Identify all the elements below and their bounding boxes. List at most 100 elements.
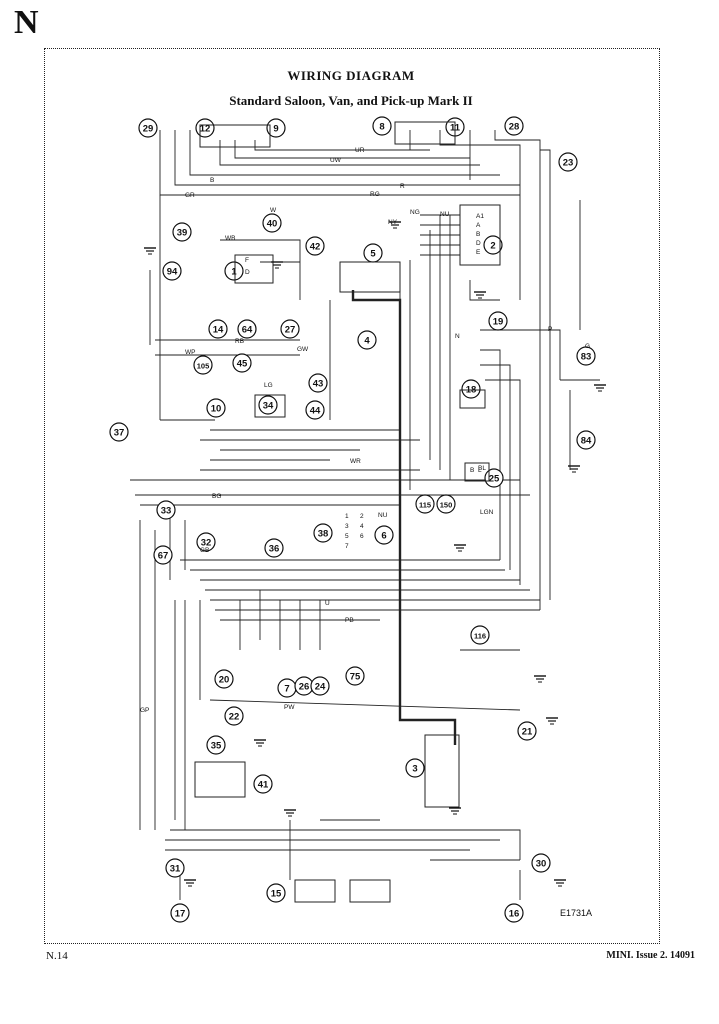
component-number: 8 [379,122,384,133]
component-75: 75 [345,666,365,686]
component-number: 41 [258,780,269,791]
publication-info: MINI. Issue 2. 14091 [606,950,695,961]
component-37: 37 [109,422,129,442]
component-body [459,389,486,409]
component-number: 116 [474,632,486,641]
component-number: 9 [273,124,278,135]
wire [485,379,521,585]
component-31: 31 [165,858,185,878]
component-94: 94 [162,261,182,281]
earth-icon [284,809,296,817]
component-number: 39 [177,228,188,239]
component-45: 45 [232,353,252,373]
component-42: 42 [305,236,325,256]
terminal-label: N [455,333,460,340]
terminal-label: B [476,231,480,238]
component-27: 27 [280,319,300,339]
component-number: 84 [581,436,592,447]
component-39: 39 [172,222,192,242]
component-40: 40 [262,213,282,233]
wire [174,130,520,186]
wire-label: GR [185,192,195,199]
component-body [394,121,456,145]
component-number: 32 [201,538,212,549]
wire [469,280,500,301]
component-number: 5 [370,249,376,260]
wire [254,140,430,151]
component-30: 30 [531,853,551,873]
wire [480,329,561,380]
section-letter: N [14,4,39,41]
wire-label: NU [440,211,450,218]
wire-label: WP [185,349,195,356]
component-10: 10 [206,398,226,418]
wire-label: NG [410,209,420,216]
wire [540,149,551,600]
earth-icon [594,384,606,392]
terminal-label: 2 [360,513,364,520]
wire [170,829,521,860]
component-number: 4 [364,336,370,347]
component-41: 41 [253,774,273,794]
diagram-title: WIRING DIAGRAM [287,68,415,83]
component-36: 36 [264,538,284,558]
wire-label: UR [355,147,365,154]
component-116: 116 [470,625,490,645]
component-6: 6 [374,525,394,545]
component-number: 94 [167,267,178,278]
terminal-label: 6 [360,533,364,540]
component-body [254,394,286,418]
component-body [234,254,274,284]
diagram-subtitle: Standard Saloon, Van, and Pick-up Mark I… [229,93,473,108]
component-number: 150 [440,501,453,510]
terminal-label: A [476,222,481,229]
component-number: 21 [522,727,533,738]
terminal-label: NU [378,512,388,519]
terminal-label: L [478,467,482,474]
component-number: 2 [490,241,495,252]
component-number: 30 [536,859,547,870]
earth-icon [144,247,156,255]
wire-label: WR [350,458,361,465]
component-body [424,734,460,808]
component-2: 2 [483,235,503,255]
component-16: 16 [504,903,524,923]
component-number: 105 [197,362,210,371]
earth-icon [271,261,283,269]
component-38: 38 [313,523,333,543]
component-number: 75 [350,672,361,683]
earth-icon [449,807,461,815]
component-1: 1 [224,261,244,281]
wire-label: LGN [480,509,494,516]
component-32: 32 [196,532,216,552]
component-number: 3 [412,764,417,775]
component-17: 17 [170,903,190,923]
component-number: 16 [509,909,520,920]
wire [189,130,500,176]
wire-label: BL [478,465,486,472]
terminal-label: 5 [345,533,349,540]
component-64: 64 [237,319,257,339]
component-number: 1 [231,267,237,278]
component-number: 45 [237,359,248,370]
wire [480,364,511,570]
component-number: 28 [509,122,520,133]
component-number: 6 [381,531,386,542]
terminal-label: F [245,257,249,264]
terminal-label: B [470,467,474,474]
component-34: 34 [258,395,278,415]
earth-icon [454,544,466,552]
component-105: 105 [193,355,213,375]
component-21: 21 [517,721,537,741]
component-19: 19 [488,311,508,331]
component-number: 7 [284,684,289,695]
wire-label: BG [212,493,221,500]
component-number: 67 [158,551,169,562]
component-number: 17 [175,909,186,920]
wire [220,239,301,270]
component-number: 33 [161,506,172,517]
wire [439,130,521,300]
earth-icon [554,879,566,887]
terminal-label: 3 [345,523,349,530]
